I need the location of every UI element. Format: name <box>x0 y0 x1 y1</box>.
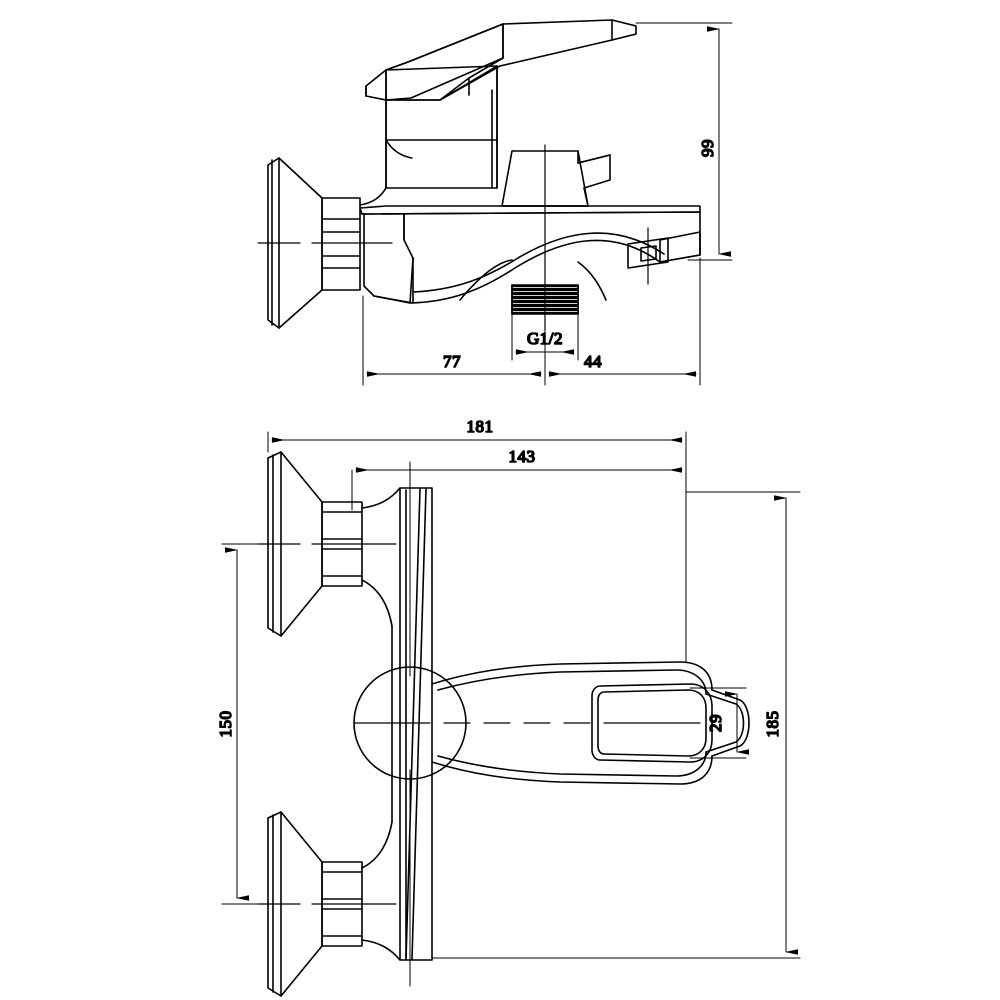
diverter-knob-side <box>501 150 611 207</box>
dimension-29 <box>689 687 749 759</box>
spout-upper-deck-side <box>359 205 701 215</box>
dimension-185-label: 185 <box>763 711 782 738</box>
lever-handle-side <box>365 19 637 101</box>
dimension-185 <box>431 491 801 959</box>
dimension-143-label: 143 <box>509 447 536 466</box>
body-shoulders-front <box>361 487 401 961</box>
dimension-150-label: 150 <box>216 711 235 738</box>
dimension-143 <box>351 467 687 663</box>
hex-nut-upper-front <box>321 501 363 587</box>
side-elevation-view <box>257 19 701 331</box>
spout-body-side <box>361 211 701 304</box>
hex-nut-lower-front <box>321 861 363 947</box>
front-elevation-view <box>257 451 750 997</box>
dimension-181 <box>267 431 687 663</box>
dimension-44-label: 44 <box>584 352 602 371</box>
dimension-77-44 <box>362 257 701 386</box>
dimension-150 <box>221 543 291 905</box>
dimension-77-label: 77 <box>443 352 461 371</box>
dimension-29-label: 29 <box>706 714 725 732</box>
body-backplate-front <box>399 487 433 961</box>
dimension-181-label: 181 <box>467 417 494 436</box>
hex-nut-side <box>321 197 361 291</box>
body-riser-side <box>359 23 504 206</box>
dimension-99 <box>635 22 733 261</box>
dimension-99-label: 99 <box>698 139 717 157</box>
centre-line-front-nuts <box>257 543 397 905</box>
